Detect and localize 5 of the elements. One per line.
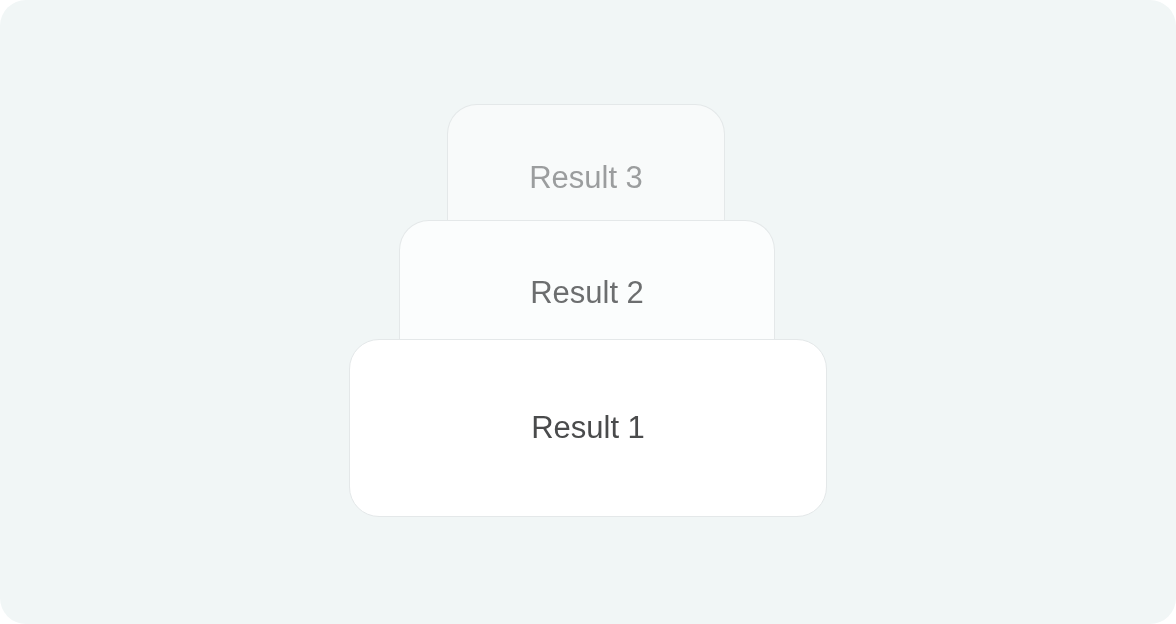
card-label: Result 2 xyxy=(530,274,644,311)
card-label: Result 1 xyxy=(531,410,645,446)
result-card xyxy=(349,339,827,517)
card-label: Result 3 xyxy=(529,159,643,196)
result-card xyxy=(399,220,775,340)
